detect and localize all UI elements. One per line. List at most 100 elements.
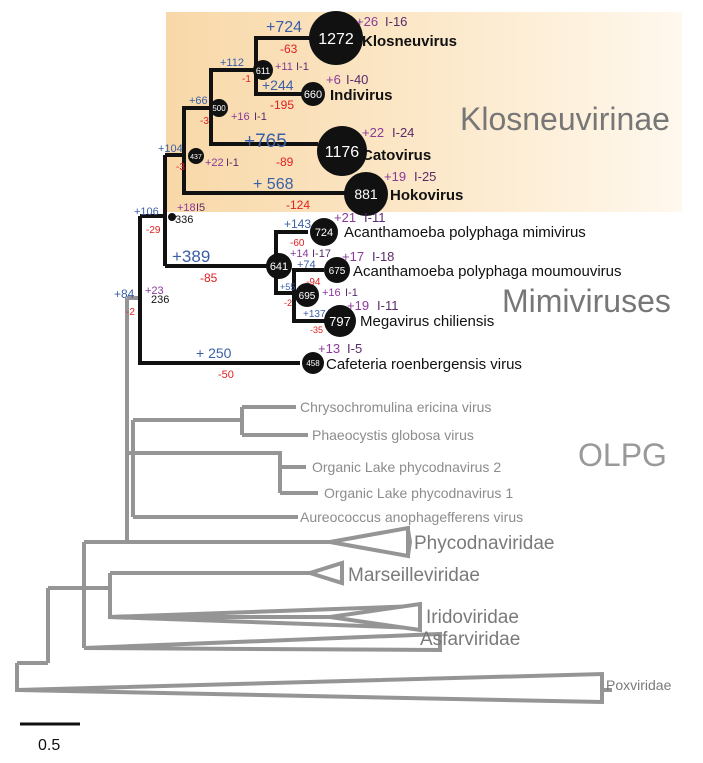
node-611 — [253, 60, 273, 80]
node641-branch-loss: -85 — [200, 271, 218, 285]
node500-branch-gain: +66 — [189, 95, 208, 107]
node437-branch-loss: -3 — [176, 162, 185, 173]
indivirus-label: Indivirus — [330, 87, 393, 104]
group-label-mimiviruses: Mimiviruses — [502, 283, 671, 319]
node695a-branch-gain: +14 — [290, 248, 309, 260]
asfarviridae-triangle — [83, 631, 442, 653]
node-641 — [266, 253, 292, 279]
indivirus-lineage-gain: +6 — [326, 72, 341, 87]
catovirus-node — [317, 126, 367, 176]
klosneuvirus-lineage-gain: +26 — [356, 14, 378, 29]
cafe-branch-loss: -50 — [218, 369, 234, 381]
olpv2-label: Organic Lake phycodnavirus 2 — [312, 459, 501, 475]
node437-lineage-gain: +22 — [205, 157, 224, 169]
node236-branch-loss: -2 — [126, 307, 135, 318]
moumouvirus-node — [324, 257, 350, 283]
cafeteria-label: Cafeteria roenbergensis virus — [326, 356, 522, 373]
node437-lineage-loss: I-1 — [226, 157, 239, 169]
hokovirus-lineage-gain: +19 — [384, 169, 406, 184]
node-641-label: 641 — [270, 261, 288, 273]
node-437-label: 437 — [190, 154, 202, 161]
mega-branch-gain: +137 — [303, 309, 326, 320]
node695-branch-gain: +55 — [280, 282, 295, 292]
marseilleviridae-label: Marseilleviridae — [348, 565, 480, 586]
node-437 — [188, 148, 204, 164]
mimivirus-lineage-gain: +21 — [334, 210, 356, 225]
moumouvirus-lineage-gain: +17 — [342, 249, 364, 264]
chryso-label: Chrysochromulina ericina virus — [300, 399, 491, 415]
mimi-branch-loss: -60 — [290, 238, 305, 249]
klosneuvirinae-highlight — [166, 12, 682, 212]
hokovirus-lineage-loss: I-25 — [414, 169, 436, 184]
catovirus-lineage-gain: +22 — [362, 125, 384, 140]
phaeo-label: Phaeocystis globosa virus — [312, 427, 474, 443]
poxviridae-label: Poxviridae — [606, 677, 672, 693]
klosneuvirus-lineage-loss: I-16 — [385, 14, 407, 29]
node-500 — [210, 99, 228, 117]
mimivirus-node — [310, 218, 338, 246]
node611-branch-loss: -1 — [242, 74, 251, 85]
indi-branch-gain: +244 — [262, 77, 294, 93]
phycodnaviridae-label: Phycodnaviridae — [414, 533, 554, 554]
scale-bar-label: 0.5 — [38, 737, 60, 754]
node236-lineage-gain: +23 — [145, 285, 164, 297]
poxviridae-triangle — [16, 671, 604, 705]
hokovirus-node — [344, 172, 388, 216]
node500-branch-loss: -3 — [200, 116, 209, 127]
cafeteria-lineage-gain: +13 — [318, 341, 340, 356]
hokovirus-label: Hokovirus — [390, 187, 463, 204]
node-695 — [295, 283, 319, 307]
cafeteria-node — [302, 352, 324, 374]
cafeteria-lineage-loss: I-5 — [347, 341, 362, 356]
aureo-label: Aureococcus anophagefferens virus — [300, 509, 523, 525]
node695a-lineage-loss: I-17 — [312, 248, 331, 260]
megavirus-count: 797 — [329, 314, 351, 329]
catovirus-label: Catovirus — [362, 147, 431, 164]
klosneuvirus-node — [309, 11, 363, 65]
olpv1-label: Organic Lake phycodnavirus 1 — [324, 485, 513, 501]
megavirus-lineage-gain: +19 — [347, 298, 369, 313]
indivirus-lineage-loss: I-40 — [346, 72, 368, 87]
cato-branch-loss: -89 — [276, 155, 294, 169]
node-336 — [168, 213, 176, 221]
collapsed-clades — [16, 529, 604, 705]
node611-lineage-loss: I-1 — [296, 61, 309, 73]
node500-lineage-gain: +16 — [231, 111, 250, 123]
node695-lineage-loss: I-1 — [345, 287, 358, 299]
hokovirus-count: 881 — [354, 186, 378, 202]
catovirus-count: 1176 — [325, 144, 360, 161]
cato-branch-gain: +765 — [244, 131, 287, 152]
node437-branch-gain: +104 — [158, 143, 183, 155]
catovirus-lineage-loss: I-24 — [392, 125, 414, 140]
node611-lineage-gain: +11 — [275, 61, 293, 73]
node336-branch-loss: -29 — [146, 225, 161, 236]
asfarviridae-label: Asfarviridae — [420, 629, 520, 650]
klosneu-branch-gain: +724 — [266, 19, 302, 36]
klosneuvirus-count: 1272 — [318, 31, 354, 48]
node611-branch-gain: +112 — [220, 57, 244, 69]
node-695-label: 695 — [299, 291, 316, 302]
mimivirus-count: 724 — [315, 227, 333, 239]
node336-branch-gain: +106 — [134, 206, 159, 218]
node-500-label: 500 — [212, 104, 226, 113]
moumou-branch-gain: +74 — [297, 259, 316, 271]
megavirus-lineage-loss: I-11 — [377, 298, 398, 313]
mimi-branch-gain: +143 — [284, 217, 311, 231]
cafeteria-count: 458 — [306, 359, 320, 368]
node695-lineage-gain: +16 — [322, 287, 341, 299]
hoko-branch-loss: -124 — [286, 198, 310, 212]
moumouvirus-count: 675 — [329, 266, 346, 277]
node-611-label: 611 — [256, 66, 270, 76]
mega-branch-loss: -35 — [310, 325, 323, 335]
node236-branch-gain: +84 — [114, 287, 135, 301]
indivirus-node — [301, 82, 325, 106]
klosneuvirus-label: Klosneuvirus — [362, 33, 457, 50]
megavirus-node — [324, 305, 356, 337]
node695-branch-loss: -2 — [284, 298, 292, 308]
hoko-branch-gain: + 568 — [253, 176, 294, 193]
iridoviridae-label: Iridoviridae — [426, 607, 519, 628]
klosneu-branch-loss: -63 — [280, 42, 298, 56]
megavirus-label: Megavirus chiliensis — [360, 313, 494, 330]
cafe-branch-gain: + 250 — [196, 345, 232, 361]
